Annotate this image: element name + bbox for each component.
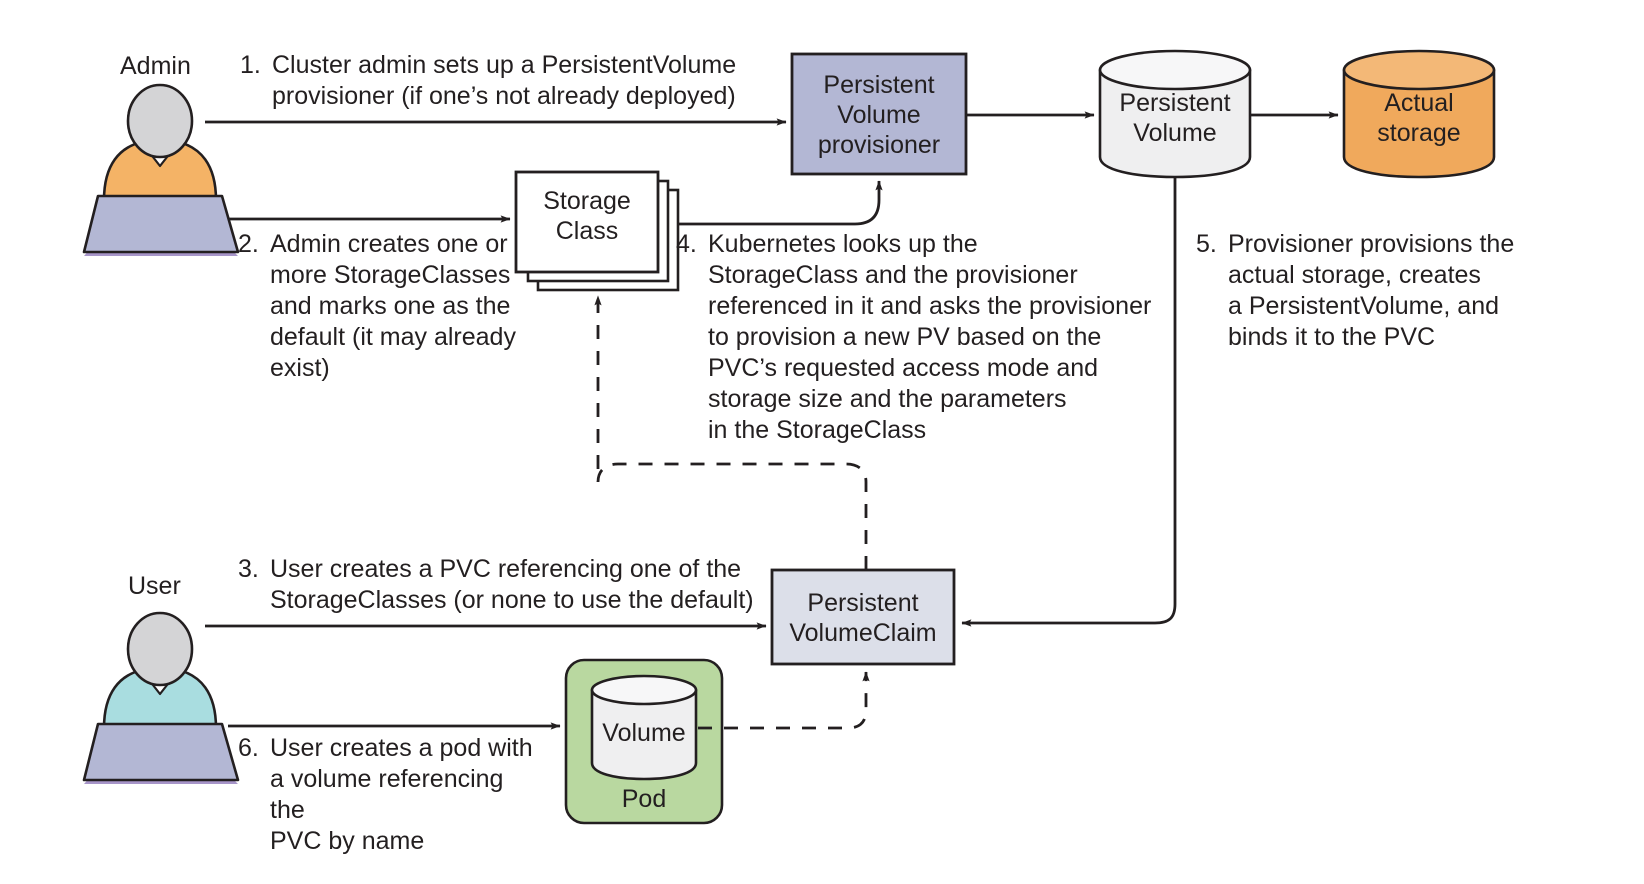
step-2-text: Admin creates one or more StorageClasses… [270, 230, 516, 382]
step-6-number: 6. [238, 734, 259, 762]
persistent-volume-cylinder[interactable] [1098, 49, 1252, 179]
step-1-number: 1. [240, 51, 261, 79]
admin-label: Admin [120, 52, 191, 80]
pod-label: Pod [621, 785, 667, 813]
user-label: User [128, 572, 181, 600]
step-6-text: User creates a pod with a volume referen… [270, 734, 533, 855]
step-3-number: 3. [238, 555, 259, 583]
actual-storage-label: Actual storage [1377, 89, 1461, 147]
step-6: 6. User creates a pod with a volume refe… [238, 733, 538, 857]
storage-class-label: Storage Class [543, 187, 631, 245]
step-4-text: Kubernetes looks up the StorageClass and… [708, 230, 1152, 444]
step-2-number: 2. [238, 230, 259, 258]
step-3: 3. User creates a PVC referencing one of… [238, 554, 758, 616]
step-1: 1. Cluster admin sets up a PersistentVol… [240, 50, 760, 112]
step-2: 2. Admin creates one or more StorageClas… [238, 229, 528, 384]
step-4: 4. Kubernetes looks up the StorageClass … [676, 229, 1176, 446]
dashed-volume-to-pvc [698, 671, 870, 730]
storage-class-stack[interactable] [514, 170, 680, 292]
volume-label: Volume [602, 719, 686, 747]
step-4-number: 4. [676, 230, 697, 258]
persistent-volume-label: Persistent Volume [1119, 89, 1231, 147]
pvc-box[interactable] [770, 568, 956, 666]
pvc-label: Persistent VolumeClaim [789, 589, 937, 647]
step-5-text: Provisioner provisions the actual storag… [1228, 230, 1515, 351]
provisioner-box[interactable] [790, 52, 968, 176]
provisioner-label: Persistent Volume provisioner [817, 71, 941, 159]
step-1-text: Cluster admin sets up a PersistentVolume… [272, 51, 737, 110]
step-5-number: 5. [1196, 230, 1217, 258]
step-5: 5. Provisioner provisions the actual sto… [1196, 229, 1536, 353]
user-avatar [82, 611, 240, 784]
admin-avatar [82, 83, 240, 256]
arrow-storageclass-to-provisioner [678, 180, 883, 226]
step-3-text: User creates a PVC referencing one of th… [270, 555, 754, 614]
volume-cylinder[interactable] [590, 674, 698, 781]
actual-storage-cylinder[interactable] [1342, 49, 1496, 179]
pod-box[interactable] [564, 658, 724, 825]
